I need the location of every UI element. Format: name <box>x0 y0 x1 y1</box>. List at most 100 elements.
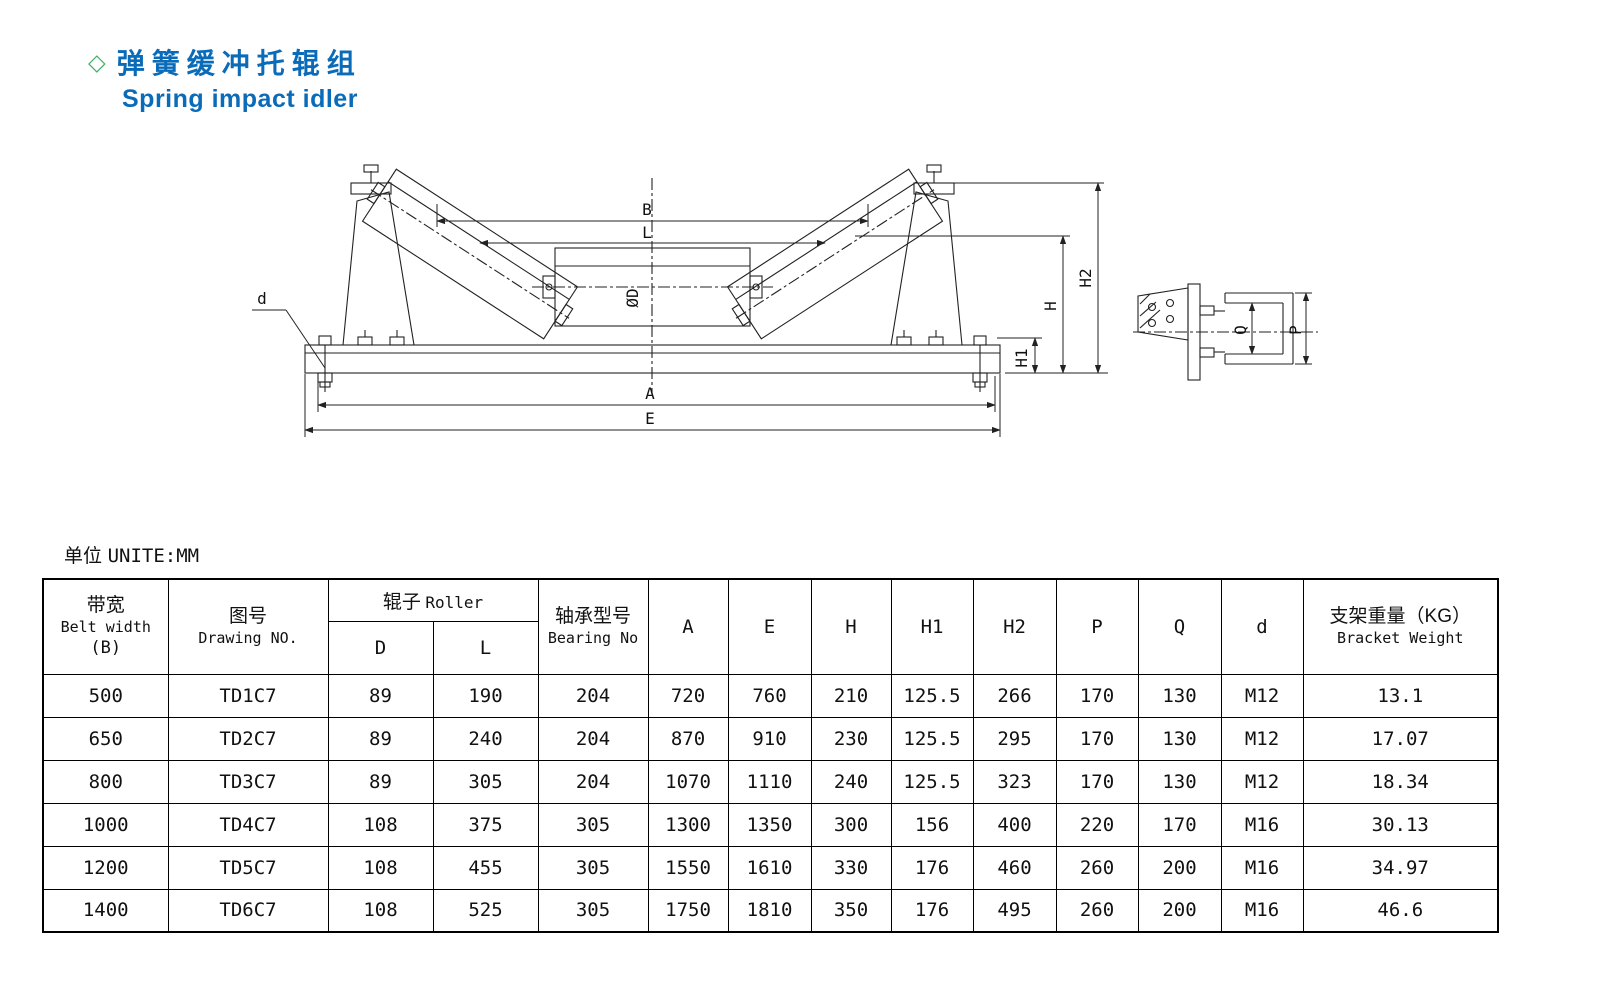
spec-table-header: 带宽 Belt width (B) 图号 Drawing NO. 辊子 Roll… <box>42 578 1499 675</box>
table-cell: 1350 <box>727 802 812 847</box>
unit-label-zh: 单位 <box>64 546 103 567</box>
table-cell: 230 <box>810 716 892 761</box>
header-drawing-no-zh: 图号 <box>228 606 267 628</box>
table-cell: 34.97 <box>1302 845 1499 890</box>
table-cell: 305 <box>432 759 539 804</box>
table-cell: 305 <box>537 845 649 890</box>
table-cell: 125.5 <box>890 716 974 761</box>
table-cell: 1610 <box>727 845 812 890</box>
table-cell: TD6C7 <box>167 888 329 933</box>
table-cell: 18.34 <box>1302 759 1499 804</box>
table-cell: 1550 <box>647 845 729 890</box>
table-cell: TD1C7 <box>167 673 329 718</box>
dim-label-b: B <box>642 200 652 219</box>
page-title-zh: ◇ 弹簧缓冲托辊组 <box>88 42 362 82</box>
table-cell: M16 <box>1220 888 1304 933</box>
header-dim-h1: H1 <box>890 578 974 675</box>
table-cell: 1300 <box>647 802 729 847</box>
table-cell: 455 <box>432 845 539 890</box>
left-wing-roller <box>361 168 579 340</box>
header-bracket-weight-zh: 支架重量（KG） <box>1329 606 1471 628</box>
table-cell: 525 <box>432 888 539 933</box>
dimension-lines <box>252 182 1108 437</box>
table-cell: 240 <box>810 759 892 804</box>
header-roller-l: L <box>432 620 539 675</box>
table-cell: 650 <box>42 716 169 761</box>
dim-label-p: P <box>1286 325 1305 335</box>
table-cell: 108 <box>327 845 434 890</box>
table-cell: 89 <box>327 716 434 761</box>
table-cell: 17.07 <box>1302 716 1499 761</box>
table-cell: 870 <box>647 716 729 761</box>
header-dim-a: A <box>647 578 729 675</box>
table-cell: 260 <box>1055 888 1139 933</box>
header-roller-d: D <box>327 620 434 675</box>
table-cell: 460 <box>972 845 1057 890</box>
table-cell: 170 <box>1055 759 1139 804</box>
table-cell: 156 <box>890 802 974 847</box>
header-roller: 辊子 Roller <box>327 578 539 622</box>
unit-label: 单位 UNITE:MM <box>64 541 199 569</box>
table-cell: TD4C7 <box>167 802 329 847</box>
header-dim-h: H <box>810 578 892 675</box>
table-cell: 260 <box>1055 845 1139 890</box>
right-wing-roller <box>726 168 944 340</box>
table-cell: 125.5 <box>890 759 974 804</box>
table-cell: 204 <box>537 673 649 718</box>
table-cell: 1750 <box>647 888 729 933</box>
dim-label-h: H <box>1041 301 1060 311</box>
table-cell: 300 <box>810 802 892 847</box>
diamond-bullet-icon: ◇ <box>88 48 106 75</box>
table-cell: 1000 <box>42 802 169 847</box>
dim-label-h1: H1 <box>1012 348 1031 367</box>
table-cell: 495 <box>972 888 1057 933</box>
table-cell: 305 <box>537 802 649 847</box>
unit-label-en: UNITE:MM <box>107 545 200 567</box>
table-cell: 1110 <box>727 759 812 804</box>
table-cell: 266 <box>972 673 1057 718</box>
header-belt-width-en: Belt width <box>60 617 151 636</box>
header-belt-width-zh: 带宽 <box>86 595 125 617</box>
dim-label-a: A <box>645 384 655 403</box>
table-cell: 204 <box>537 716 649 761</box>
table-cell: 500 <box>42 673 169 718</box>
dim-label-h2: H2 <box>1076 268 1095 287</box>
table-cell: 170 <box>1137 802 1222 847</box>
table-cell: 305 <box>537 888 649 933</box>
table-cell: 108 <box>327 802 434 847</box>
dimension-labels: B L ØD d A E H1 H H2 Q P <box>257 200 1305 428</box>
technical-drawing: B L ØD d A E H1 H H2 Q P <box>240 126 1340 506</box>
header-dim-d: d <box>1220 578 1304 675</box>
header-belt-width-sub: (B) <box>90 638 122 659</box>
table-cell: 200 <box>1137 888 1222 933</box>
table-cell: 760 <box>727 673 812 718</box>
header-dim-p: P <box>1055 578 1139 675</box>
table-cell: 130 <box>1137 673 1222 718</box>
table-cell: TD2C7 <box>167 716 329 761</box>
table-cell: 910 <box>727 716 812 761</box>
header-dim-q: Q <box>1137 578 1222 675</box>
table-cell: 350 <box>810 888 892 933</box>
table-cell: 130 <box>1137 759 1222 804</box>
header-dim-h2: H2 <box>972 578 1057 675</box>
table-cell: TD3C7 <box>167 759 329 804</box>
table-cell: 240 <box>432 716 539 761</box>
table-cell: 170 <box>1055 673 1139 718</box>
table-cell: 330 <box>810 845 892 890</box>
table-cell: 170 <box>1055 716 1139 761</box>
table-cell: 720 <box>647 673 729 718</box>
table-cell: 323 <box>972 759 1057 804</box>
table-cell: 89 <box>327 673 434 718</box>
table-cell: M12 <box>1220 673 1304 718</box>
dim-label-d: d <box>257 289 267 308</box>
table-cell: 46.6 <box>1302 888 1499 933</box>
header-belt-width: 带宽 Belt width (B) <box>42 578 169 675</box>
header-bearing-zh: 轴承型号 <box>555 606 632 628</box>
table-cell: M16 <box>1220 845 1304 890</box>
header-roller-zh: 辊子 <box>382 591 421 613</box>
header-bearing: 轴承型号 Bearing No <box>537 578 649 675</box>
